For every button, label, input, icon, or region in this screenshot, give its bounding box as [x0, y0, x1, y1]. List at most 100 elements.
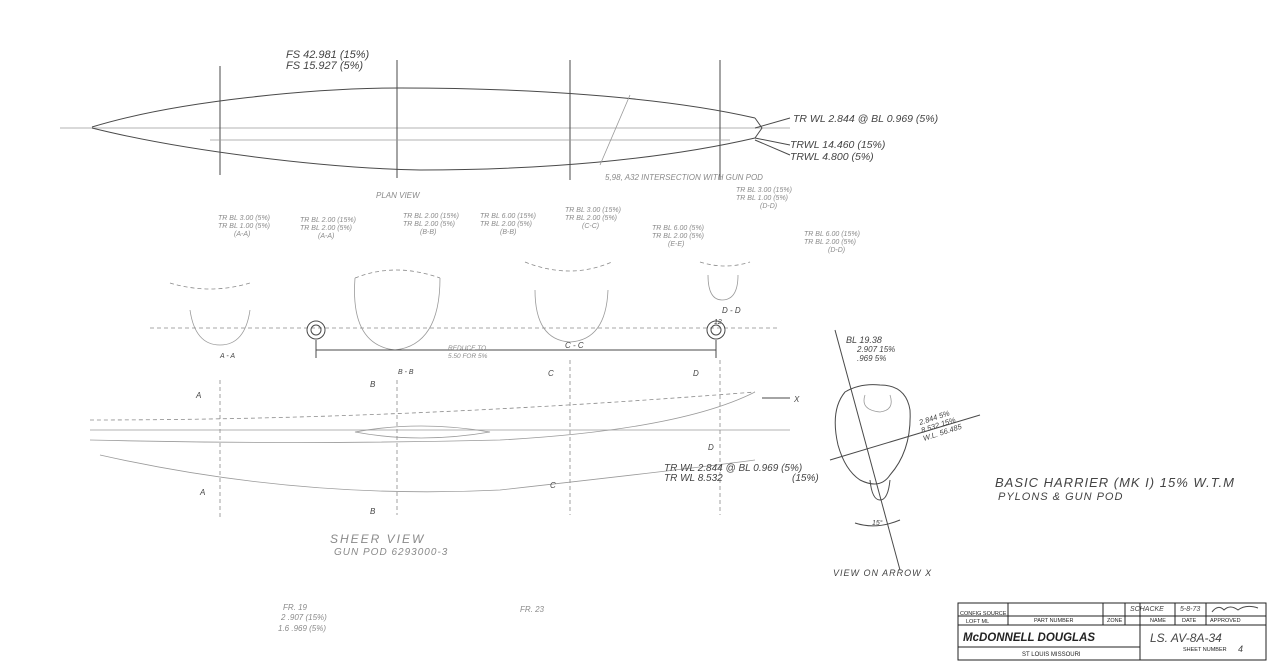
reduce-note-2: 5.50 FOR 5% — [448, 353, 488, 360]
view-arrow-title: VIEW ON ARROW X — [833, 568, 932, 578]
sec-f-l3: (E-E) — [668, 241, 684, 248]
hole-right — [706, 320, 726, 340]
label-bb: B - B — [398, 369, 414, 376]
sec-c-l1: TR BL 2.00 (15%) — [403, 213, 459, 220]
sec-b-l2: TR BL 2.00 (5%) — [300, 225, 352, 232]
tb-location: ST LOUIS MISSOURI — [1022, 652, 1081, 658]
sec-g-l2: TR BL 1.00 (5%) — [736, 195, 788, 202]
main-title: BASIC HARRIER (MK I) 15% W.T.M PYLONS & … — [995, 475, 1235, 503]
side-lower-contour — [99, 454, 756, 493]
sec-a-l2: TR BL 1.00 (5%) — [218, 223, 270, 230]
sec-f-l2: TR BL 2.00 (5%) — [652, 233, 704, 240]
label-12: 12 — [714, 319, 722, 326]
hole-right-inner — [710, 324, 722, 336]
plan-intersection — [599, 94, 631, 166]
arrow-angle: 15° — [872, 519, 883, 527]
sec-d-l3: (B-B) — [500, 229, 516, 236]
sec-c-l3: (B-B) — [420, 229, 436, 236]
label-dd: D - D — [722, 306, 741, 315]
sec-f-l1: TR BL 6.00 (5%) — [652, 225, 704, 232]
leader-1 — [754, 117, 791, 129]
side-arrow-x: X — [793, 395, 800, 404]
fs-bottom-label: FS 15.927 (5%) — [286, 60, 363, 72]
side-tr-wl-b: TR WL 8.532 — [664, 473, 723, 484]
sec-a-l1: TR BL 3.00 (5%) — [218, 215, 270, 222]
tb-approved: APPROVED — [1210, 618, 1241, 624]
tb-name: NAME — [1150, 618, 1166, 624]
tb-part-number: PART NUMBER — [1034, 618, 1073, 624]
fr19-b: 1.6 .969 (5%) — [278, 624, 326, 633]
fs-top-label: FS 42.981 (15%) — [286, 49, 369, 61]
plan-view: FS 42.981 (15%) FS 15.927 (5%) TR WL 2.8… — [60, 49, 938, 200]
sec-h-l3: (D-D) — [828, 247, 845, 254]
arrow-b: B — [370, 380, 376, 389]
tb-drawing-number: LS. AV-8A-34 — [1150, 631, 1222, 645]
title-line-1: BASIC HARRIER (MK I) 15% W.T.M — [995, 475, 1235, 490]
side-fairing — [354, 425, 491, 439]
approved-signature — [1211, 605, 1259, 613]
label-cc: C - C — [565, 341, 584, 350]
side-arrow-c: C — [550, 481, 556, 490]
sec-c-l2: TR BL 2.00 (5%) — [403, 221, 455, 228]
sec-b-l3: (A-A) — [318, 233, 334, 240]
title-block: CONFIG SOURCE LOFT ML PART NUMBER ZONE N… — [957, 602, 1267, 661]
arrow-d: D — [693, 369, 699, 378]
sec-g-l3: (D-D) — [760, 203, 777, 210]
tb-config-source: CONFIG SOURCE — [960, 611, 1007, 617]
side-arrow-a-top: A — [195, 391, 201, 400]
section-labels: TR BL 3.00 (5%) TR BL 1.00 (5%) (A-A) TR… — [218, 187, 860, 254]
sheer-view-subtitle: GUN POD 6293000-3 — [334, 547, 448, 558]
sheer-view: A A B C D X TR WL 2.844 @ BL 0.969 (5%) … — [89, 360, 819, 558]
plan-lower-contour — [91, 127, 756, 171]
arrow-x-outline — [834, 384, 911, 485]
sec-g-l1: TR BL 3.00 (15%) — [736, 187, 792, 194]
fr23-label: FR. 23 — [520, 605, 545, 614]
side-arrow-a: A — [199, 488, 205, 497]
side-upper-contour — [89, 391, 756, 421]
section-dd-top — [699, 261, 751, 267]
plan-tail — [754, 117, 763, 139]
tr-wl-mid-label: TRWL 14.460 (15%) — [790, 139, 885, 151]
arrow-x-axis — [834, 329, 901, 571]
intersection-note: 5,98, A32 INTERSECTION WITH GUN POD — [605, 173, 763, 182]
title-block-frame — [957, 602, 1267, 661]
footer-notes: FR. 19 2 .907 (15%) 1.6 .969 (5%) FR. 23 — [278, 603, 545, 633]
side-arrow-d: D — [708, 443, 714, 452]
tb-date: DATE — [1182, 618, 1197, 624]
arrow-bl: BL 19.38 — [846, 335, 882, 345]
section-bb-body — [354, 277, 441, 351]
cross-sections: A - A B - B C - C D - D 12 REDUCE TO 5.5… — [150, 261, 780, 389]
hole-left-inner — [310, 324, 322, 336]
leader-2 — [754, 137, 791, 146]
tb-zone: ZONE — [1107, 618, 1123, 624]
arrow-x-wl — [829, 414, 981, 461]
plan-upper-contour — [91, 87, 756, 128]
arrow-v2: .969 5% — [857, 354, 886, 363]
tb-name-value: SCHACKE — [1130, 606, 1164, 613]
section-cc-top — [524, 261, 613, 272]
view-on-arrow-x: BL 19.38 2.907 15% .969 5% 2.844 5% 8.53… — [829, 329, 981, 578]
fr19-label: FR. 19 — [283, 603, 308, 612]
sec-d-l1: TR BL 6.00 (15%) — [480, 213, 536, 220]
fr19-a: 2 .907 (15%) — [280, 613, 327, 622]
tb-date-value: 5-8-73 — [1180, 606, 1200, 613]
reduce-note: REDUCE TO — [448, 345, 486, 352]
title-line-2: PYLONS & GUN POD — [998, 491, 1123, 503]
angle-arc — [854, 519, 901, 527]
section-aa-bottom — [189, 309, 251, 346]
tb-company: McDONNELL DOUGLAS — [963, 632, 1095, 644]
plan-view-title: PLAN VIEW — [376, 191, 421, 200]
tb-sheet-label: SHEET NUMBER — [1183, 647, 1227, 653]
tb-loft-ml: LOFT ML — [966, 619, 989, 625]
arrow-c: C — [548, 369, 554, 378]
hole-left — [306, 320, 326, 340]
leader-3 — [754, 139, 791, 156]
arrow-x-keel — [869, 479, 891, 501]
section-cc-body — [534, 289, 609, 343]
sec-e-l1: TR BL 3.00 (15%) — [565, 207, 621, 214]
sec-h-l1: TR BL 6.00 (15%) — [804, 231, 860, 238]
tr-wl-bot-label: TRWL 4.800 (5%) — [790, 151, 874, 163]
arrow-v1: 2.907 15% — [856, 345, 895, 354]
sec-e-l2: TR BL 2.00 (5%) — [565, 215, 617, 222]
